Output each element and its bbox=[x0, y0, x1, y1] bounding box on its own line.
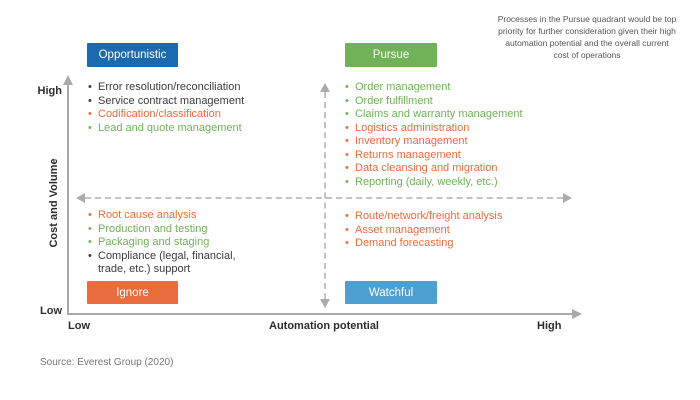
list-item: Returns management bbox=[345, 149, 580, 163]
y-axis-high-label: High bbox=[37, 85, 62, 97]
annotation-pursue-note: Processes in the Pursue quadrant would b… bbox=[497, 14, 677, 60]
x-axis-arrow-right-icon bbox=[572, 309, 582, 319]
dashed-arrow-down-icon bbox=[320, 299, 330, 308]
list-item: Logistics administration bbox=[345, 122, 580, 136]
list-item: Order fulfillment bbox=[345, 95, 580, 109]
quadrant-label-opportunistic: Opportunistic bbox=[87, 43, 178, 67]
list-item: Demand forecasting bbox=[345, 237, 580, 251]
list-item: Inventory management bbox=[345, 135, 580, 149]
y-axis-line bbox=[67, 84, 69, 315]
list-item: Compliance (legal, financial, trade, etc… bbox=[88, 250, 260, 277]
quadrant-label-ignore: Ignore bbox=[87, 281, 178, 304]
quadrant-label-watchful: Watchful bbox=[345, 281, 437, 304]
y-axis-low-label: Low bbox=[40, 305, 62, 317]
list-item: Asset management bbox=[345, 224, 580, 238]
x-axis-title: Automation potential bbox=[269, 320, 379, 332]
list-item: Error resolution/reconciliation bbox=[88, 81, 323, 95]
dashed-arrow-left-icon bbox=[76, 193, 85, 203]
quadrant-label-pursue: Pursue bbox=[345, 43, 437, 67]
dashed-vertical-divider bbox=[324, 92, 326, 299]
list-item: Claims and warranty management bbox=[345, 108, 580, 122]
x-axis-high-label: High bbox=[537, 320, 562, 332]
list-item: Packaging and staging bbox=[88, 236, 260, 250]
dashed-arrow-right-icon bbox=[563, 193, 572, 203]
list-item: Order management bbox=[345, 81, 580, 95]
list-item: Production and testing bbox=[88, 223, 260, 237]
list-item: Lead and quote management bbox=[88, 122, 323, 136]
list-item: Data cleansing and migration bbox=[345, 162, 580, 176]
watchful-item-list: Route/network/freight analysisAsset mana… bbox=[345, 210, 580, 251]
list-item: Root cause analysis bbox=[88, 209, 260, 223]
x-axis-low-label: Low bbox=[68, 320, 90, 332]
list-item: Route/network/freight analysis bbox=[345, 210, 580, 224]
list-item: Codification/classification bbox=[88, 108, 323, 122]
ignore-item-list: Root cause analysisProduction and testin… bbox=[88, 209, 260, 277]
x-axis-line bbox=[67, 313, 572, 315]
opportunistic-item-list: Error resolution/reconciliationService c… bbox=[88, 81, 323, 135]
dashed-arrow-up-icon bbox=[320, 83, 330, 92]
source-citation: Source: Everest Group (2020) bbox=[40, 357, 174, 368]
list-item: Service contract management bbox=[88, 95, 323, 109]
y-axis-title: Cost and Volume bbox=[48, 158, 60, 248]
pursue-item-list: Order managementOrder fulfillmentClaims … bbox=[345, 81, 580, 189]
list-item: Reporting (daily, weekly, etc.) bbox=[345, 176, 580, 190]
y-axis-arrow-up-icon bbox=[63, 75, 73, 85]
